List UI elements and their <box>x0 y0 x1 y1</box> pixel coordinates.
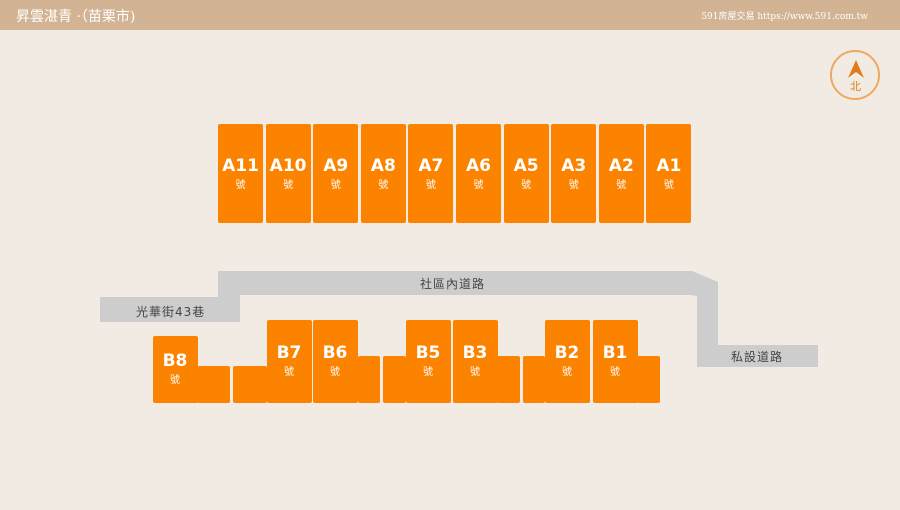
unit-code: B3 <box>462 343 488 363</box>
unit-code: A11 <box>222 156 259 176</box>
unit-b2-body[interactable] <box>545 320 590 403</box>
unit-suffix: 號 <box>284 367 294 378</box>
unit-b5-wing[interactable] <box>383 356 406 403</box>
unit-code: B8 <box>162 351 188 371</box>
unit-b5-body[interactable] <box>406 320 451 403</box>
unit-label-b2: B2 號 <box>545 343 589 378</box>
unit-label-b6: B6 號 <box>313 343 357 378</box>
unit-label-b3: B3 號 <box>453 343 497 378</box>
unit-b3-body[interactable] <box>453 320 498 403</box>
unit-b8-wing[interactable] <box>197 366 230 403</box>
unit-suffix: 號 <box>378 180 389 191</box>
unit-code: A10 <box>269 156 307 176</box>
unit-suffix: 號 <box>473 180 484 191</box>
unit-label-b5: B5 號 <box>406 343 450 378</box>
unit-suffix: 號 <box>330 180 341 191</box>
unit-a7[interactable]: A7 號 <box>408 124 454 223</box>
unit-a6[interactable]: A6 號 <box>456 124 501 223</box>
unit-code: A1 <box>656 156 682 176</box>
unit-b7-body[interactable] <box>267 320 312 403</box>
unit-code: A3 <box>561 156 587 176</box>
unit-label-b1: B1 號 <box>593 343 637 378</box>
road-label-private: 私設道路 <box>731 350 784 364</box>
unit-a3[interactable]: A3 號 <box>551 124 597 223</box>
unit-a8[interactable]: A8 號 <box>360 124 406 223</box>
unit-b6-wing[interactable] <box>358 356 380 403</box>
unit-suffix: 號 <box>425 180 436 191</box>
unit-b7-wing[interactable] <box>233 366 267 403</box>
unit-b8-body[interactable] <box>153 336 198 403</box>
unit-code: A6 <box>466 156 491 176</box>
unit-suffix: 號 <box>663 180 674 191</box>
unit-code: A7 <box>418 156 444 176</box>
unit-suffix: 號 <box>423 367 433 378</box>
unit-suffix: 號 <box>283 180 294 191</box>
compass: 北 <box>830 50 880 100</box>
unit-code: A5 <box>513 156 539 176</box>
unit-suffix: 號 <box>235 180 246 191</box>
unit-b2-wing[interactable] <box>523 356 545 403</box>
unit-code: A9 <box>323 156 349 176</box>
unit-code: B5 <box>415 343 441 363</box>
header-bar: 昇雲湛青 ·（苗栗市) 591房屋交易 https://www.591.com.… <box>0 0 900 30</box>
unit-code: B2 <box>554 343 580 363</box>
road-label-internal: 社區內道路 <box>420 277 486 291</box>
unit-label-b8: B8 號 <box>153 351 197 386</box>
page-title: 昇雲湛青 ·（苗栗市) <box>16 9 136 25</box>
road-shape <box>100 271 818 367</box>
unit-suffix: 號 <box>610 367 620 378</box>
unit-code: B7 <box>276 343 302 363</box>
unit-suffix: 號 <box>521 180 532 191</box>
unit-a9[interactable]: A9 號 <box>313 124 359 223</box>
unit-a10[interactable]: A10 號 <box>265 124 311 223</box>
unit-b6-body[interactable] <box>313 320 358 403</box>
unit-code: B6 <box>322 343 348 363</box>
unit-suffix: 號 <box>562 367 572 378</box>
unit-code: A2 <box>608 156 634 176</box>
unit-a1[interactable]: A1 號 <box>646 124 692 223</box>
unit-suffix: 號 <box>470 367 480 378</box>
unit-code: A8 <box>370 156 396 176</box>
compass-label: 北 <box>850 80 861 93</box>
unit-a11[interactable]: A11 號 <box>218 124 263 223</box>
unit-suffix: 號 <box>568 180 579 191</box>
unit-code: B1 <box>602 343 628 363</box>
unit-b1-body[interactable] <box>593 320 638 403</box>
unit-label-b7: B7 號 <box>267 343 311 378</box>
unit-a5[interactable]: A5 號 <box>503 124 549 223</box>
road-label-street: 光華街43巷 <box>136 305 206 319</box>
site-credit: 591房屋交易 https://www.591.com.tw <box>701 12 868 22</box>
unit-b1-wing[interactable] <box>637 356 660 403</box>
unit-suffix: 號 <box>330 367 340 378</box>
unit-b3-wing[interactable] <box>497 356 520 403</box>
unit-suffix: 號 <box>616 180 627 191</box>
north-arrow-icon <box>848 60 864 78</box>
unit-a2[interactable]: A2 號 <box>598 124 644 223</box>
unit-suffix: 號 <box>170 375 180 386</box>
